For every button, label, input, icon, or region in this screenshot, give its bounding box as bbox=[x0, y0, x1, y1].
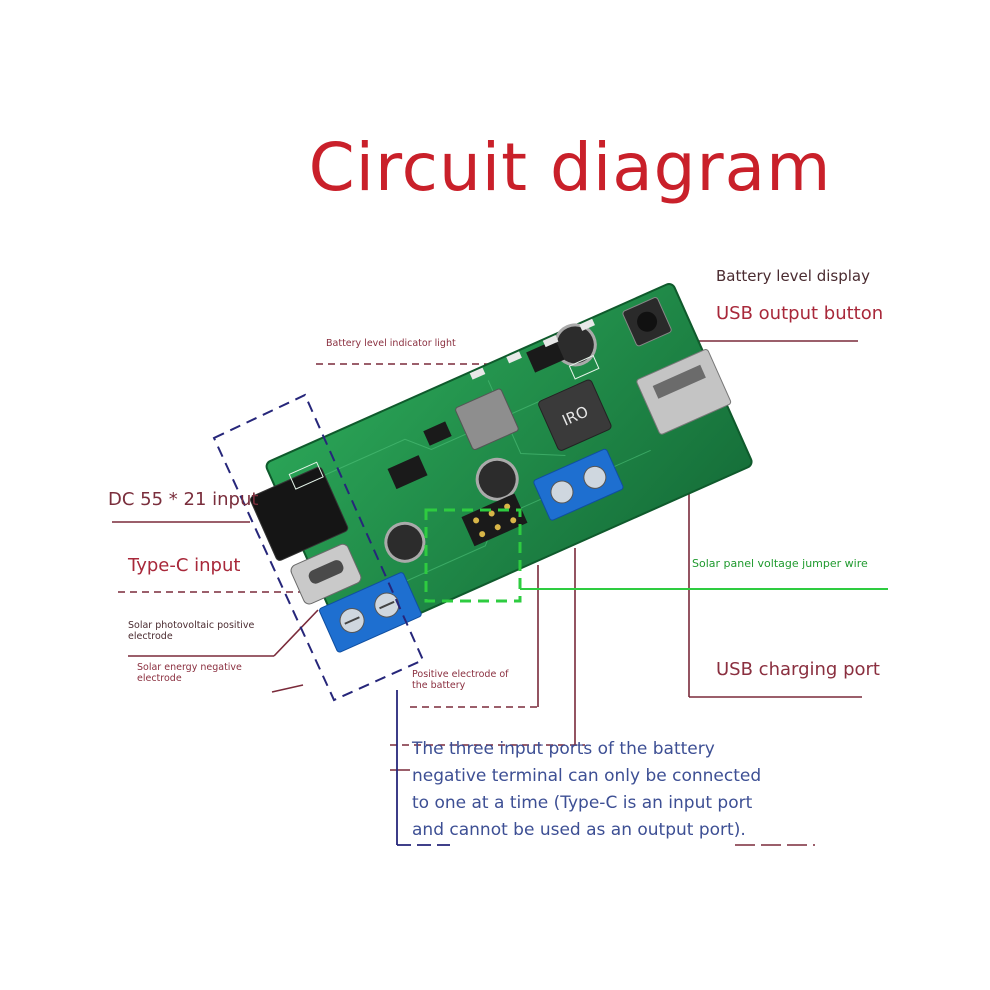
jumper-pin-header bbox=[461, 493, 528, 547]
note-line: The three input ports of the battery bbox=[412, 739, 715, 759]
leader-lines bbox=[112, 340, 862, 846]
note-line: negative terminal can only be connected bbox=[412, 766, 762, 786]
usb-a-port bbox=[636, 349, 732, 435]
note-line: to one at a time (Type-C is an input por… bbox=[412, 793, 753, 813]
dc-jack bbox=[250, 466, 349, 561]
diagram-title: Circuit diagram bbox=[308, 129, 832, 206]
label-dc-input: DC 55 * 21 input bbox=[108, 489, 259, 510]
battery-terminal-block bbox=[533, 448, 624, 521]
label-type-c-input: Type-C input bbox=[128, 555, 241, 576]
ic-chip-3 bbox=[423, 421, 452, 446]
capacitor-1 bbox=[384, 521, 426, 563]
label-usb-charging-port: USB charging port bbox=[716, 659, 880, 680]
solar-terminal-block bbox=[319, 572, 422, 653]
leader-solar-negative bbox=[271, 684, 304, 693]
ic-chip-2 bbox=[526, 339, 565, 373]
leader-solar-positive-diag bbox=[273, 609, 319, 657]
pcb-board: IRO bbox=[250, 283, 753, 653]
iro-inductor bbox=[538, 379, 612, 451]
inductor bbox=[455, 388, 519, 450]
label-solar-jumper: Solar panel voltage jumper wire bbox=[692, 557, 868, 570]
input-ports-dashed-box bbox=[212, 393, 425, 702]
label-battery-positive: Positive electrode of the battery bbox=[412, 669, 509, 691]
input-port-note: The three input ports of the battery neg… bbox=[412, 736, 812, 844]
label-battery-level-display: Battery level display bbox=[716, 267, 870, 285]
label-battery-level-indicator-light: Battery level indicator light bbox=[326, 338, 456, 349]
label-solar-positive: Solar photovoltaic positive electrode bbox=[128, 620, 255, 642]
label-solar-negative: Solar energy negative electrode bbox=[137, 662, 242, 684]
label-usb-output-button: USB output button bbox=[716, 303, 884, 324]
ic-chip-1 bbox=[387, 455, 428, 490]
battery-led-row bbox=[469, 318, 595, 380]
jumper-dashed-box bbox=[424, 508, 522, 603]
note-line: and cannot be used as an output port). bbox=[412, 820, 746, 840]
